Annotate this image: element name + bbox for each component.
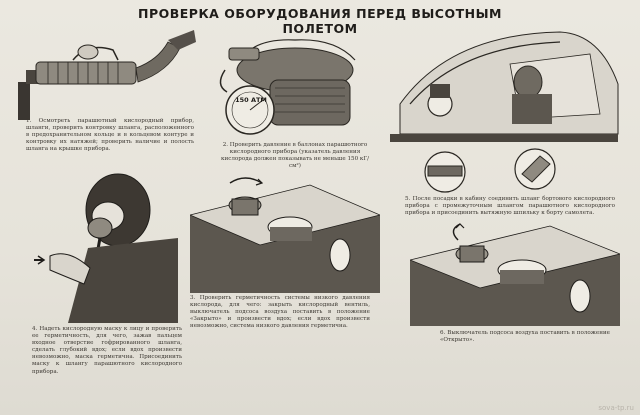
step-4-caption: 4. Надеть кислородную маску к лицу и про… bbox=[32, 326, 182, 375]
illustration-pilot-cockpit bbox=[390, 24, 620, 194]
poster-title: ПРОВЕРКА ОБОРУДОВАНИЯ ПЕРЕД ВЫСОТНЫМ ПОЛ… bbox=[137, 6, 502, 36]
step-6-caption: 6. Выключатель подсоса воздуха поставить… bbox=[440, 330, 610, 344]
step-1-caption: 1. Осмотреть парашютный кислородный приб… bbox=[26, 118, 194, 153]
step-2-caption: 2. Проверить давление в баллонах парашют… bbox=[220, 142, 370, 170]
illustration-mask-check bbox=[28, 168, 178, 323]
illustration-valve-open bbox=[410, 220, 620, 326]
illustration-hose-inspection bbox=[18, 30, 196, 120]
illustration-valve-closed bbox=[190, 175, 380, 293]
step-3-caption: 3. Проверить герметичность системы низко… bbox=[190, 295, 370, 330]
pressure-gauge-label: 150 АТМ bbox=[235, 96, 267, 104]
step-5-caption: 5. После посадки в кабину соединить шлан… bbox=[405, 196, 615, 217]
illustration-oxygen-apparatus: 150 АТМ bbox=[215, 30, 365, 138]
watermark: sova-tp.ru bbox=[598, 404, 634, 412]
